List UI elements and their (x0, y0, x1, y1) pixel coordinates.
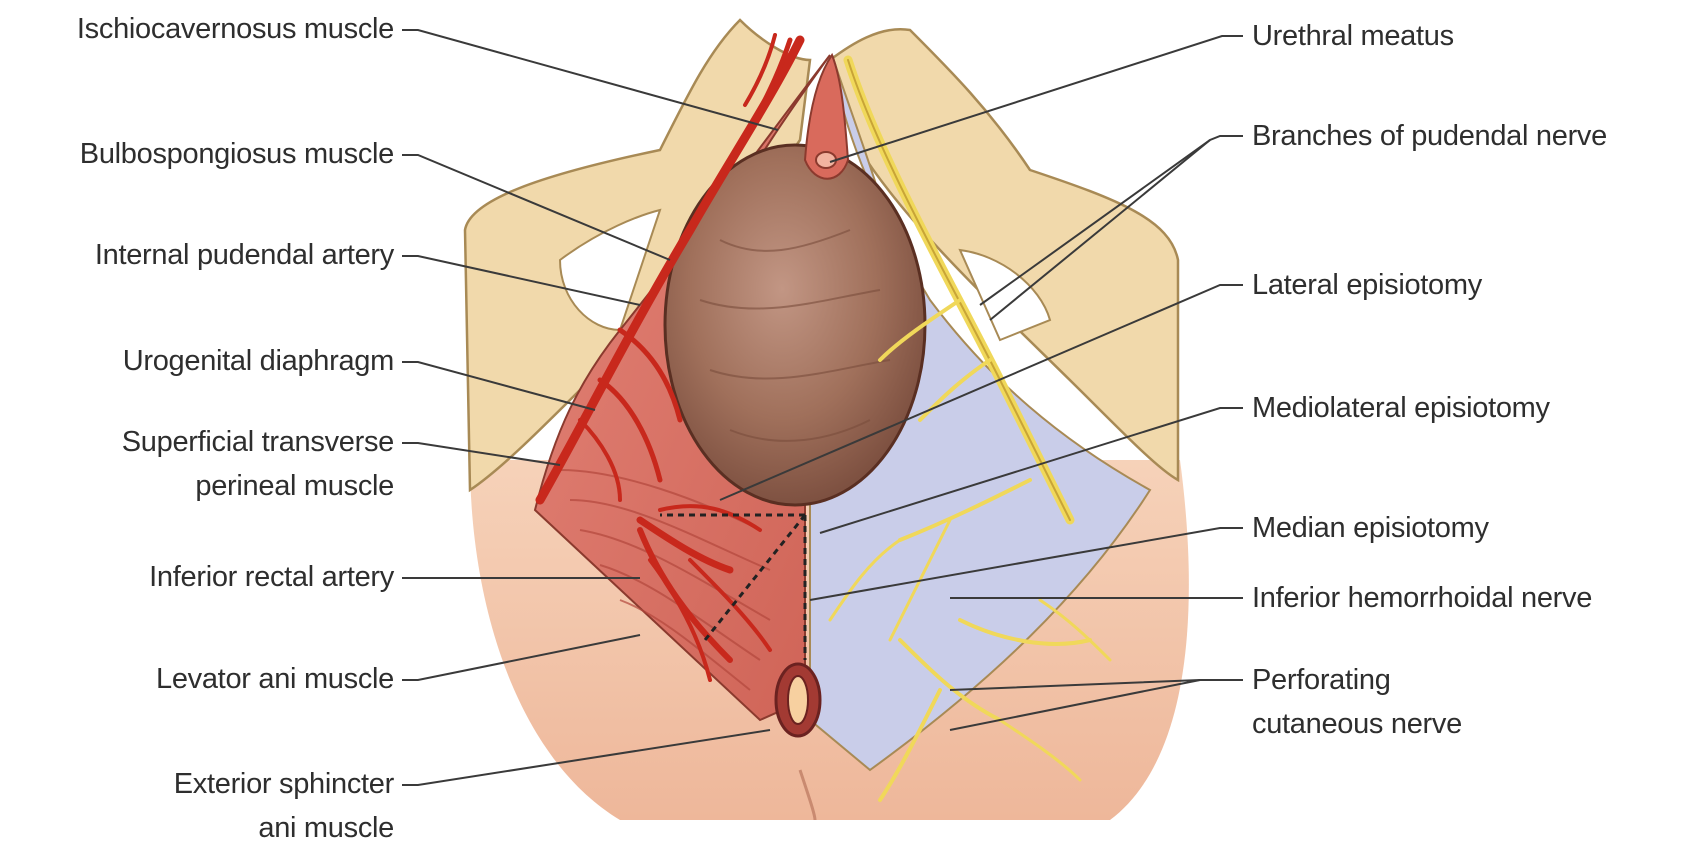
label-urethral-meatus: Urethral meatus (1252, 14, 1454, 58)
label-urogenital-diaphragm: Urogenital diaphragm (123, 339, 394, 383)
label-mediolateral-episiotomy: Mediolateral episiotomy (1252, 386, 1550, 430)
label-bulbospongiosus: Bulbospongiosus muscle (80, 132, 394, 176)
label-inferior-rectal-artery: Inferior rectal artery (149, 555, 394, 599)
label-exterior-sphincter: Exterior sphincter ani muscle (174, 762, 394, 850)
label-branches-pudendal-nerve: Branches of pudendal nerve (1252, 114, 1607, 158)
label-inferior-hemorrhoidal-nerve: Inferior hemorrhoidal nerve (1252, 576, 1592, 620)
label-perforating-cutaneous-nerve: Perforating cutaneous nerve (1252, 658, 1462, 746)
label-median-episiotomy: Median episiotomy (1252, 506, 1489, 550)
label-lateral-episiotomy: Lateral episiotomy (1252, 263, 1482, 307)
label-superficial-transverse: Superficial transverse perineal muscle (122, 420, 394, 508)
label-internal-pudendal-artery: Internal pudendal artery (95, 233, 394, 277)
label-ischiocavernosus: Ischiocavernosus muscle (77, 7, 394, 51)
anus-inner (788, 676, 808, 724)
label-levator-ani: Levator ani muscle (156, 657, 394, 701)
